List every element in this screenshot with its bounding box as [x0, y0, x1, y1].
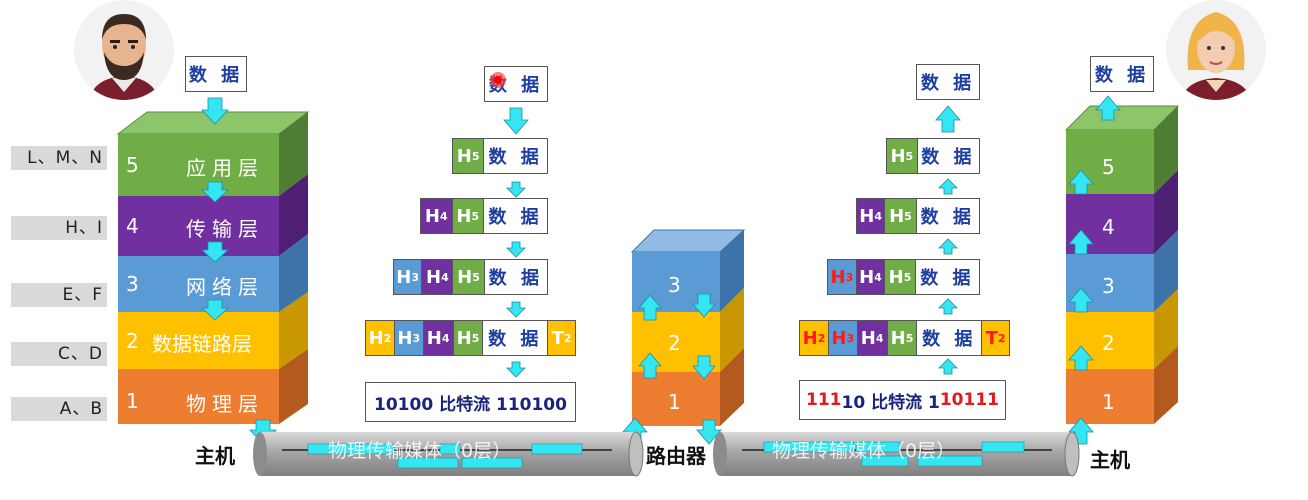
- side-label-l-m-n: L、M、N: [11, 146, 107, 170]
- decap-up-arrows: [935, 105, 961, 375]
- male-avatar: [74, 0, 174, 100]
- left-layer-4-name: 传输层: [186, 217, 264, 241]
- right-host-stack: [1064, 105, 1180, 424]
- right-layer-1: 1: [1102, 390, 1115, 414]
- left-down-arrows: [200, 97, 230, 321]
- left-layer-3-name: 网络层: [186, 275, 264, 299]
- decap-data-top: 数 据: [916, 64, 980, 100]
- left-layer-5-num: 5: [126, 153, 139, 177]
- left-layer-1-name: 物理层: [186, 392, 264, 416]
- cursor-highlight-icon: [490, 72, 506, 88]
- right-layer-3: 3: [1102, 274, 1115, 298]
- router-label: 路由器: [646, 444, 706, 468]
- female-avatar: [1166, 0, 1266, 100]
- left-host-label: 主机: [195, 444, 235, 468]
- encap-down-arrows: [503, 107, 529, 378]
- left-layer-3-num: 3: [126, 272, 139, 296]
- side-label-e-f: E、F: [11, 283, 107, 307]
- data-cell: 数 据: [484, 139, 547, 173]
- right-layer-2: 2: [1102, 331, 1115, 355]
- router-layer-1: 1: [668, 390, 681, 414]
- left-layer-1-num: 1: [126, 389, 139, 413]
- side-label-h-i: H、I: [11, 216, 107, 240]
- right-up-arrows: [1068, 95, 1121, 445]
- data-cell: 数 据: [483, 321, 548, 355]
- right-physical-medium: [713, 431, 1080, 477]
- data-cell: 数 据: [917, 139, 979, 173]
- router-output-down-arrow: [696, 419, 722, 445]
- right-layer-4: 4: [1102, 215, 1115, 239]
- right-medium-text: 物理传输媒体（0层）: [772, 440, 956, 462]
- right-data-box: 数 据: [1090, 56, 1154, 92]
- left-data-text: 数 据: [186, 57, 246, 91]
- data-cell: 数 据: [916, 199, 979, 233]
- encap-bitstream: 10100 比特流 110100: [365, 382, 576, 422]
- bits-red-prefix: 111: [806, 390, 842, 410]
- side-label-a-b: A、B: [11, 397, 107, 421]
- left-physical-medium: [253, 431, 644, 477]
- data-cell: 数 据: [484, 199, 548, 233]
- data-cell: 数 据: [484, 260, 547, 294]
- router-layer-3: 3: [668, 273, 681, 297]
- right-host-label: 主机: [1090, 448, 1130, 472]
- right-data-text: 数 据: [1091, 57, 1153, 91]
- right-layer-5: 5: [1102, 155, 1115, 179]
- decap-top-text: 数 据: [917, 65, 979, 99]
- left-layer-5-name: 应用层: [186, 156, 264, 180]
- left-layer-2-name: 数据链路层: [152, 332, 252, 356]
- left-layer-4-num: 4: [126, 214, 139, 238]
- data-cell: 数 据: [915, 260, 979, 294]
- data-cell: 数 据: [917, 321, 982, 355]
- side-label-c-d: C、D: [11, 342, 107, 366]
- router-arrows: [638, 293, 716, 380]
- bits-middle: 10 比特流 1: [841, 392, 940, 413]
- bits-red-suffix: 10111: [939, 390, 999, 410]
- left-medium-text: 物理传输媒体（0层）: [328, 440, 512, 462]
- left-host-stack: [116, 111, 310, 424]
- left-data-box: 数 据: [185, 56, 247, 92]
- router-layer-2: 2: [668, 331, 681, 355]
- left-layer-2-num: 2: [126, 329, 139, 353]
